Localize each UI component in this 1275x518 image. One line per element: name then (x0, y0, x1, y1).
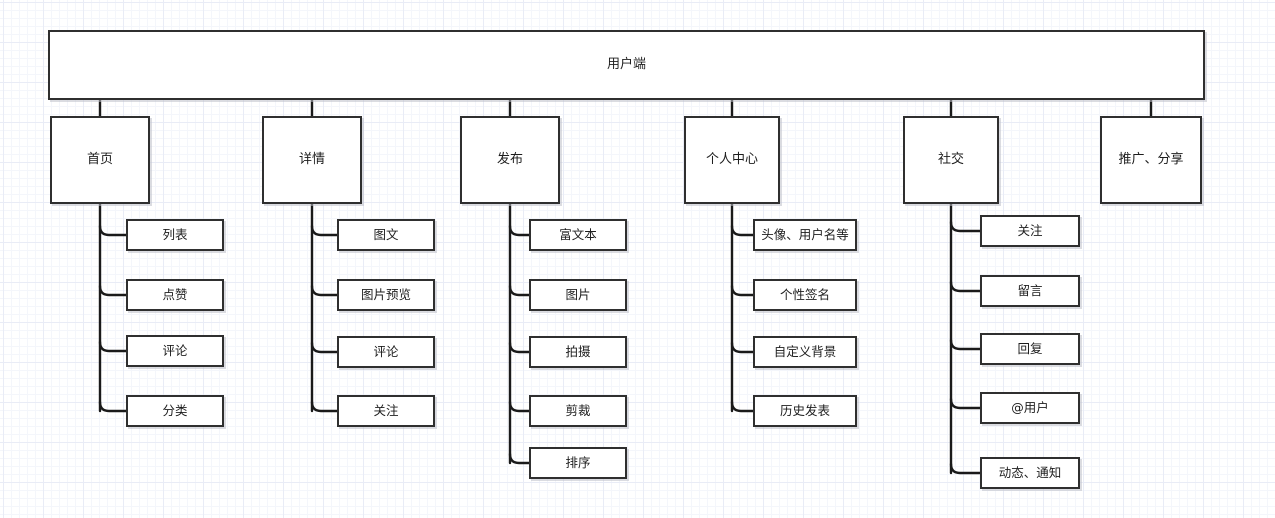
node-social-child-3[interactable]: @用户 (980, 392, 1080, 424)
node-publish-child-1[interactable]: 图片 (529, 279, 627, 311)
node-home-child-0-label: 列表 (162, 227, 188, 243)
node-social-child-1-label: 留言 (1017, 283, 1043, 299)
node-detail-child-0[interactable]: 图文 (337, 219, 435, 251)
edge-social-child-4 (949, 462, 982, 475)
edge-detail-child-3 (310, 400, 339, 413)
node-profile-child-1-label: 个性签名 (779, 287, 830, 303)
node-profile-child-2[interactable]: 自定义背景 (753, 336, 857, 368)
edge-home-child-0 (98, 224, 128, 237)
edge-social-child-0 (949, 220, 982, 233)
edge-social-child-3 (949, 397, 982, 410)
edge-profile-child-3 (730, 400, 755, 413)
node-home-child-3-label: 分类 (162, 403, 188, 419)
edge-home-child-1 (98, 284, 128, 297)
node-profile[interactable]: 个人中心 (684, 116, 780, 204)
node-home-child-2[interactable]: 评论 (126, 335, 224, 367)
edge-publish-child-2 (508, 341, 531, 354)
node-social-child-4[interactable]: 动态、通知 (980, 457, 1080, 489)
root-node-label: 用户端 (606, 56, 646, 72)
edge-profile-child-2 (730, 341, 755, 354)
node-detail-child-2-label: 评论 (373, 344, 399, 360)
edge-detail-child-0 (310, 224, 339, 237)
node-detail-child-1[interactable]: 图片预览 (337, 279, 435, 311)
node-home[interactable]: 首页 (50, 116, 150, 204)
node-home-child-1-label: 点赞 (162, 287, 188, 303)
node-social-child-0[interactable]: 关注 (980, 215, 1080, 247)
edge-detail-child-1 (310, 284, 339, 297)
node-social-label: 社交 (937, 151, 964, 167)
node-social-child-2-label: 回复 (1017, 341, 1043, 357)
node-detail[interactable]: 详情 (262, 116, 362, 204)
edge-publish-child-0 (508, 224, 531, 237)
node-home-child-1[interactable]: 点赞 (126, 279, 224, 311)
node-social[interactable]: 社交 (903, 116, 999, 204)
node-detail-child-3-label: 关注 (373, 403, 399, 419)
node-promotion-label: 推广、分享 (1118, 151, 1184, 167)
node-publish-child-2-label: 拍摄 (565, 344, 591, 360)
edge-publish-child-3 (508, 400, 531, 413)
node-promotion[interactable]: 推广、分享 (1100, 116, 1202, 204)
node-social-child-3-label: @用户 (1011, 400, 1049, 416)
node-publish-child-4-label: 排序 (565, 455, 591, 471)
node-profile-child-2-label: 自定义背景 (773, 344, 837, 360)
node-home-child-3[interactable]: 分类 (126, 395, 224, 427)
edge-social-child-1 (949, 280, 982, 293)
node-social-child-0-label: 关注 (1017, 223, 1043, 239)
node-profile-child-1[interactable]: 个性签名 (753, 279, 857, 311)
node-publish-child-1-label: 图片 (565, 287, 591, 303)
node-home-child-2-label: 评论 (162, 343, 188, 359)
node-publish-child-2[interactable]: 拍摄 (529, 336, 627, 368)
node-profile-label: 个人中心 (705, 151, 758, 167)
node-publish-child-4[interactable]: 排序 (529, 447, 627, 479)
node-publish[interactable]: 发布 (460, 116, 560, 204)
root-node-client[interactable]: 用户端 (48, 30, 1205, 100)
node-home-child-0[interactable]: 列表 (126, 219, 224, 251)
node-profile-child-3[interactable]: 历史发表 (753, 395, 857, 427)
node-publish-child-3[interactable]: 剪裁 (529, 395, 627, 427)
node-detail-label: 详情 (298, 151, 325, 167)
edge-publish-child-1 (508, 284, 531, 297)
node-publish-label: 发布 (496, 151, 523, 167)
edge-profile-child-0 (730, 224, 755, 237)
node-social-child-2[interactable]: 回复 (980, 333, 1080, 365)
node-profile-child-0-label: 头像、用户名等 (761, 227, 849, 243)
edge-home-child-3 (98, 400, 128, 413)
edge-home-child-2 (98, 340, 128, 353)
node-social-child-1[interactable]: 留言 (980, 275, 1080, 307)
node-detail-child-0-label: 图文 (373, 227, 399, 243)
node-publish-child-0-label: 富文本 (559, 227, 597, 243)
node-profile-child-3-label: 历史发表 (779, 403, 830, 419)
node-profile-child-0[interactable]: 头像、用户名等 (753, 219, 857, 251)
node-detail-child-3[interactable]: 关注 (337, 395, 435, 427)
edge-publish-child-4 (508, 452, 531, 465)
edge-profile-child-1 (730, 284, 755, 297)
node-detail-child-1-label: 图片预览 (360, 287, 411, 303)
node-publish-child-0[interactable]: 富文本 (529, 219, 627, 251)
node-social-child-4-label: 动态、通知 (998, 465, 1062, 481)
node-detail-child-2[interactable]: 评论 (337, 336, 435, 368)
edge-detail-child-2 (310, 341, 339, 354)
node-home-label: 首页 (86, 151, 113, 167)
edge-social-child-2 (949, 338, 982, 351)
node-publish-child-3-label: 剪裁 (565, 403, 591, 419)
